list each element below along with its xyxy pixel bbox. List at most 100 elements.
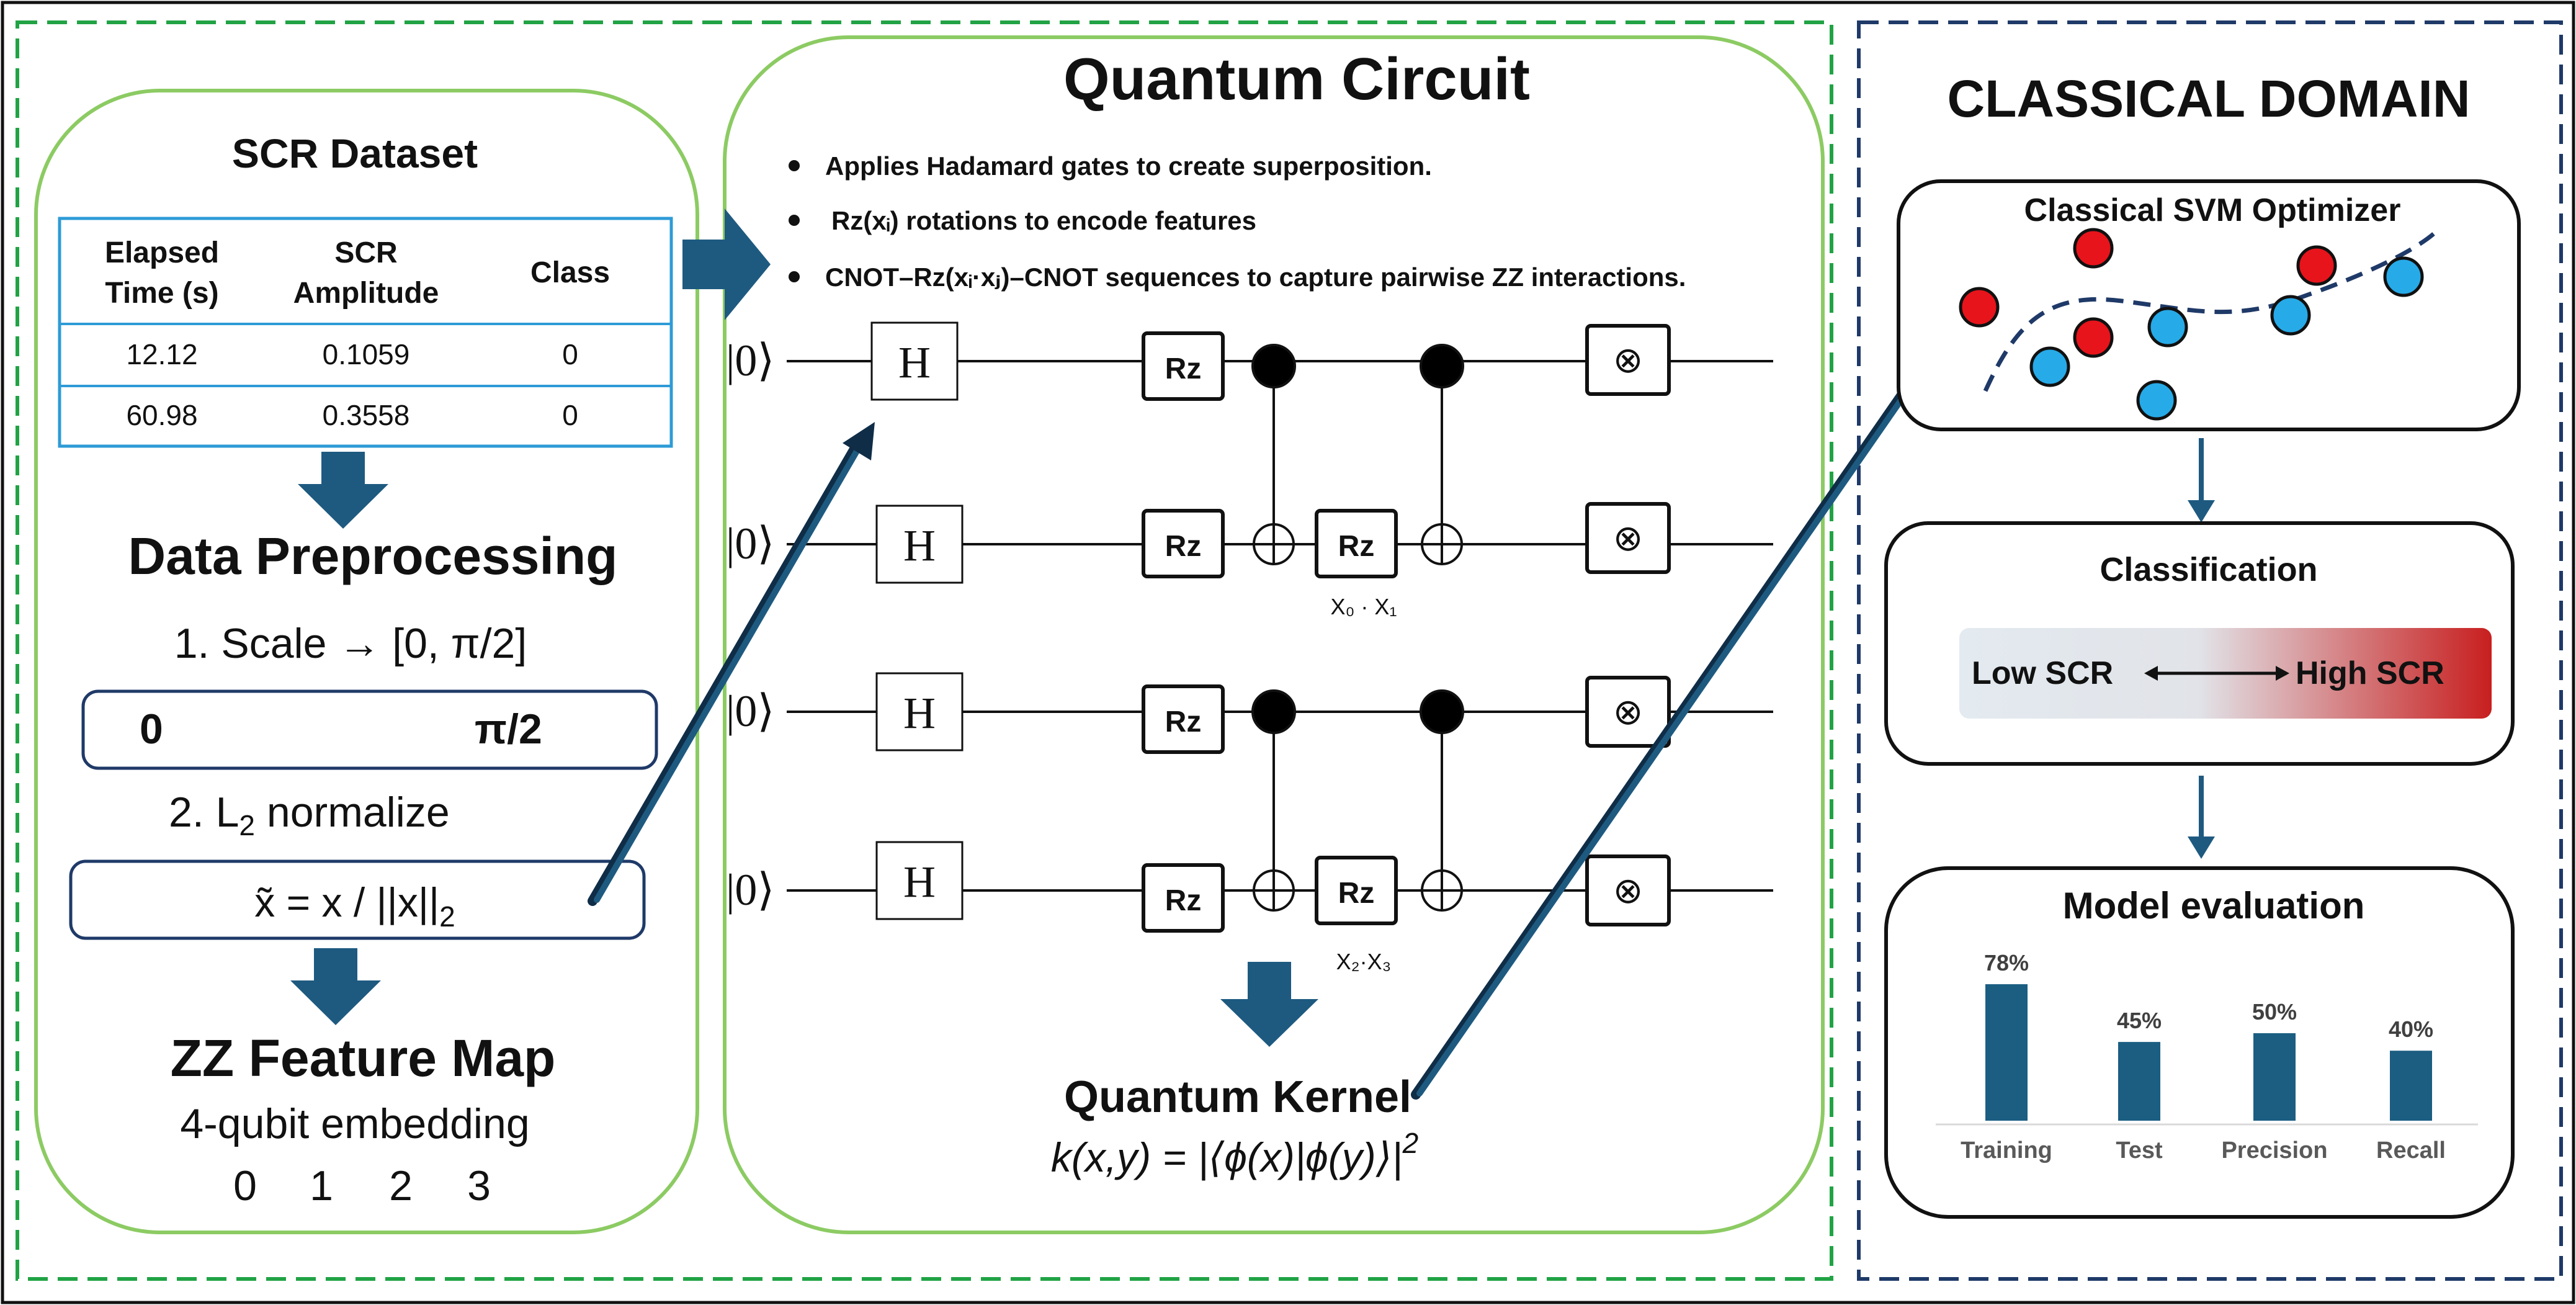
- red-point: [2073, 317, 2114, 358]
- classical-domain-border: [1857, 20, 2563, 1281]
- rz-interaction-gate: Rz: [1315, 856, 1398, 925]
- circuit-bullets: Applies Hadamard gates to create superpo…: [789, 151, 1686, 292]
- bar-recall: [2390, 1051, 2432, 1121]
- qubit-index: 1: [310, 1162, 333, 1209]
- hadamard-gate: H: [870, 321, 959, 401]
- ket-zero: |0⟩: [726, 336, 775, 385]
- normalize-formula-box: [69, 859, 646, 940]
- bullet-text: Applies Hadamard gates to create superpo…: [825, 151, 1432, 181]
- down-arrow-icon: [1220, 962, 1318, 1047]
- category-label: Recall: [2376, 1137, 2446, 1164]
- data-panel: [34, 89, 699, 1234]
- rz-gate: Rz: [1142, 509, 1225, 578]
- blue-point: [2136, 380, 2177, 421]
- svm-title: Classical SVM Optimizer: [2024, 192, 2401, 228]
- rz-gate: Rz: [1142, 863, 1225, 933]
- blue-point: [2029, 346, 2070, 387]
- kernel-title: Quantum Kernel: [1064, 1072, 1411, 1122]
- interaction-label: X₂·X₃: [1336, 949, 1392, 974]
- circuit-title: Quantum Circuit: [1063, 46, 1530, 112]
- qubit-index: 0: [233, 1162, 257, 1209]
- down-arrow-icon: [2188, 776, 2215, 859]
- rz-gate: Rz: [1142, 331, 1225, 401]
- bar-value-label: 40%: [2389, 1016, 2433, 1042]
- measure-icon: ⊗: [1613, 340, 1644, 380]
- bar-value-label: 50%: [2252, 999, 2297, 1025]
- hadamard-gate: H: [875, 841, 964, 920]
- kernel-formula: k(x,y) = |⟨ϕ(x)|ϕ(y)⟩|2: [1051, 1127, 1418, 1182]
- range-max-label: π/2: [475, 706, 542, 753]
- decision-boundary: [1983, 228, 2440, 392]
- qubit-index: 2: [389, 1162, 413, 1209]
- blue-point: [2270, 295, 2311, 336]
- low-scr-label: Low SCR: [1972, 655, 2113, 691]
- ket-zero: |0⟩: [726, 686, 775, 736]
- qubit-index: 3: [467, 1162, 491, 1209]
- rz-label: Rz: [1165, 530, 1202, 563]
- measurement-gate: ⊗: [1585, 502, 1671, 574]
- high-scr-label: High SCR: [2296, 655, 2444, 691]
- hadamard-gate: H: [875, 505, 964, 584]
- rz-gate: Rz: [1142, 684, 1225, 754]
- measurement-gate: ⊗: [1585, 324, 1671, 396]
- table-cell: 60.98: [126, 399, 197, 431]
- hadamard-label: H: [903, 857, 936, 907]
- ket-zero: |0⟩: [726, 519, 775, 568]
- evaluation-title: Model evaluation: [2063, 885, 2365, 926]
- down-arrow-icon: [2188, 438, 2215, 522]
- svm-points: [1959, 228, 2424, 421]
- rz-label: Rz: [1165, 706, 1202, 738]
- bar-value-label: 45%: [2117, 1008, 2162, 1033]
- blue-point: [2147, 307, 2188, 348]
- right-arrow-icon: [682, 209, 771, 320]
- table-cell: 0.3558: [323, 399, 410, 431]
- hadamard-gate: H: [875, 672, 964, 751]
- bullet-text: Rz(xᵢ) rotations to encode features: [831, 206, 1256, 235]
- red-point: [2073, 228, 2114, 269]
- rz-label: Rz: [1165, 352, 1202, 385]
- range-min-label: 0: [140, 706, 163, 753]
- category-label: Precision: [2221, 1137, 2327, 1164]
- cnot-gate: [1251, 344, 1296, 565]
- down-arrow-icon: [290, 948, 381, 1025]
- normalize-formula: x̃ = x / ||x||2: [254, 879, 455, 933]
- red-point: [1959, 287, 2000, 328]
- rz-label: Rz: [1165, 884, 1202, 917]
- hadamard-label: H: [903, 688, 936, 738]
- measurement-gate: ⊗: [1585, 676, 1671, 748]
- red-point: [2296, 245, 2337, 286]
- cnot-gate: [1420, 689, 1464, 912]
- preprocessing-title: Data Preprocessing: [128, 527, 618, 585]
- classical-title: CLASSICAL DOMAIN: [1947, 70, 2470, 128]
- rz-interaction-gate: Rz: [1315, 509, 1398, 578]
- hadamard-label: H: [898, 338, 931, 387]
- double-arrow-icon: [2144, 666, 2289, 681]
- rz-label: Rz: [1338, 530, 1375, 563]
- table-header-class: Class: [530, 256, 610, 289]
- bar-precision: [2253, 1033, 2296, 1121]
- interaction-label: X₀ · X₁: [1330, 594, 1397, 619]
- classification-title: Classification: [2100, 551, 2317, 588]
- measure-icon: ⊗: [1613, 518, 1644, 558]
- category-label: Test: [2116, 1137, 2163, 1164]
- bullet-text: CNOT–Rz(xᵢ·xⱼ)–CNOT sequences to capture…: [825, 262, 1686, 292]
- down-arrow-icon: [298, 452, 388, 529]
- table-cell: 0: [562, 399, 578, 431]
- measure-icon: ⊗: [1613, 871, 1644, 911]
- table-cell: 12.12: [126, 338, 197, 370]
- arrow-head-icon: [843, 422, 875, 460]
- feature-map-subtitle: 4-qubit embedding: [180, 1100, 529, 1147]
- circuit-panel: [723, 35, 1825, 1234]
- dataset-title: SCR Dataset: [232, 130, 478, 176]
- evaluation-panel: [1884, 866, 2515, 1219]
- bar-test: [2118, 1042, 2160, 1121]
- ket-zero: |0⟩: [726, 865, 775, 915]
- cnot-gate: [1420, 344, 1464, 565]
- cnot-gate: [1251, 689, 1296, 912]
- scale-range-box: [81, 689, 658, 770]
- category-label: Training: [1961, 1137, 2052, 1164]
